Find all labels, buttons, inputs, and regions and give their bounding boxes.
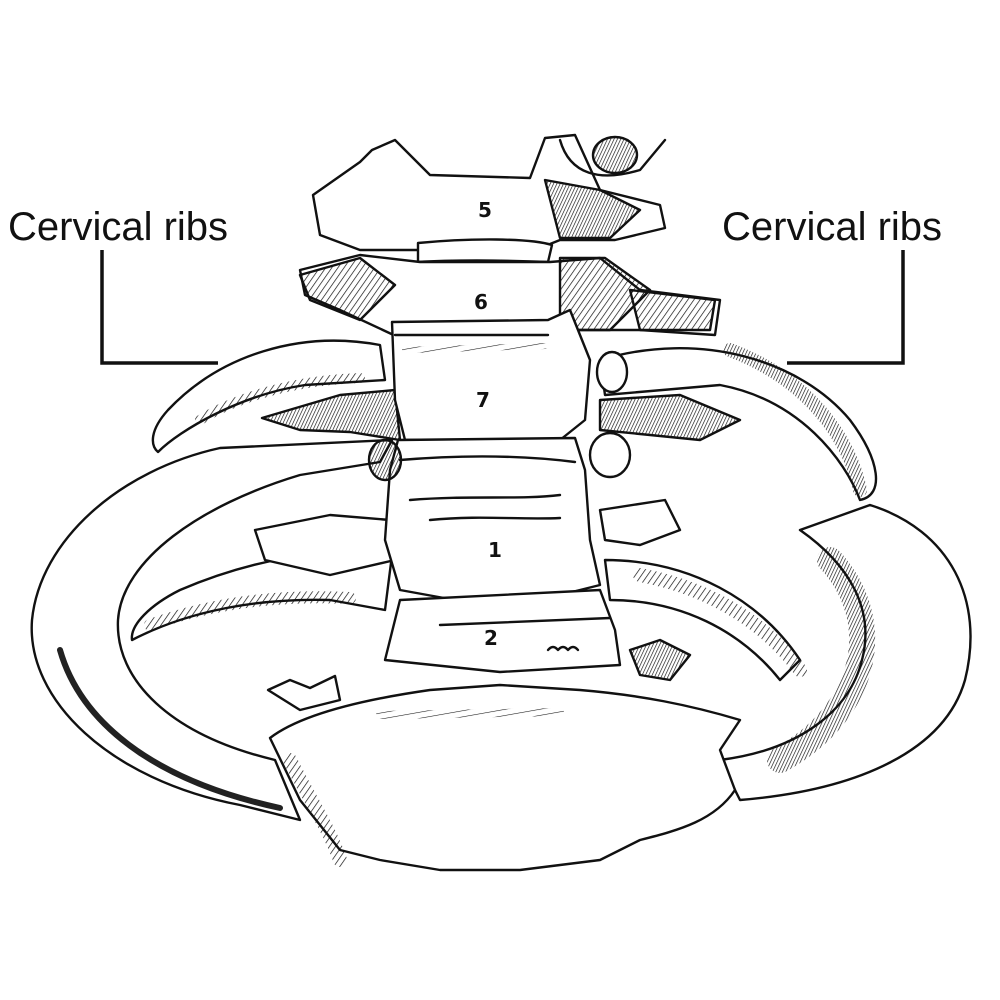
second-rib-right [603, 558, 802, 682]
intervertebral-disc-c5-c6 [416, 238, 554, 264]
label-leader-right [787, 250, 905, 365]
label-cervical-ribs-right: Cervical ribs [722, 205, 943, 249]
clavicle-left-stub [266, 674, 342, 712]
vertebra-label-t2: 2 [484, 626, 498, 650]
vertebra-label-c6: 6 [474, 290, 488, 314]
vertebra-c7 [390, 308, 592, 442]
clavicle-right-stub [628, 638, 692, 682]
label-leader-left [100, 250, 218, 365]
vertebra-t2 [383, 588, 622, 674]
vertebra-label-c5: 5 [478, 198, 492, 222]
manubrium [268, 683, 742, 872]
vertebra-label-c7: 7 [476, 388, 490, 412]
first-rib-left [30, 438, 394, 822]
vertebra-label-t1: 1 [488, 538, 502, 562]
label-cervical-ribs-left: Cervical ribs [8, 205, 229, 249]
